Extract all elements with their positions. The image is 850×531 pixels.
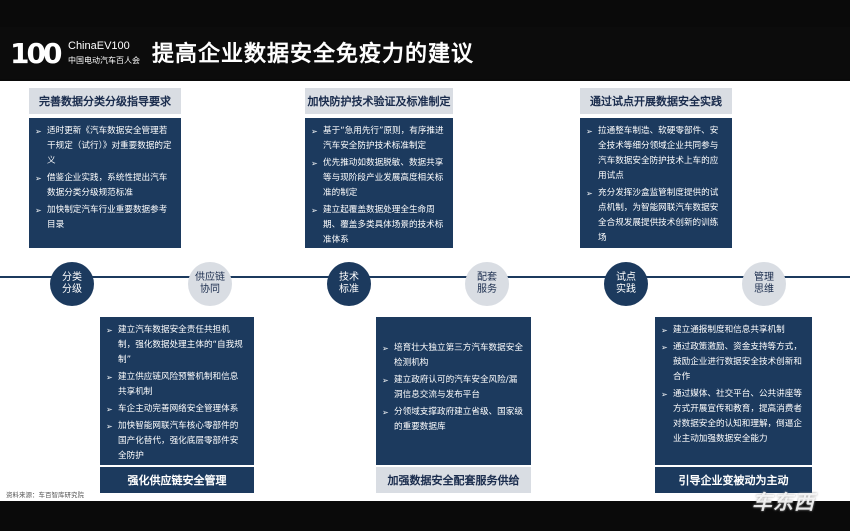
node-supply-chain: 供应链 协同	[188, 262, 232, 306]
watermark-logo: 车东西	[752, 490, 815, 514]
list-item: 建立供应链风险预警机制和信息共享机制	[106, 370, 246, 400]
list-item: 建立通报制度和信息共享机制	[661, 323, 804, 338]
panel-tech-standard: 基于“急用先行”原则，有序推进汽车安全防护技术标准制定 优先推动如数据脱敏、数据…	[305, 118, 453, 248]
section-heading-pilot: 通过试点开展数据安全实践	[580, 88, 732, 114]
section-footer-management: 引导企业变被动为主动	[655, 467, 812, 493]
node-support-service: 配套 服务	[465, 262, 509, 306]
node-label: 管理 思维	[754, 272, 774, 295]
list-item: 建立汽车数据安全责任共担机制，强化数据处理主体的“自我规制”	[106, 323, 246, 368]
node-label: 供应链 协同	[195, 272, 225, 295]
list-item: 充分发挥沙盒监管制度提供的试点机制，为智能网联汽车数据安全合规发展提供技术创新的…	[586, 186, 724, 246]
list-item: 拉通整车制造、软硬零部件、安全技术等细分领域企业共同参与汽车数据安全防护技术上车…	[586, 124, 724, 184]
logo-brand: ChinaEV100	[68, 40, 130, 52]
panel-management: 建立通报制度和信息共享机制 通过政策激励、资金支持等方式，鼓励企业进行数据安全技…	[655, 317, 812, 465]
list-item: 通过政策激励、资金支持等方式，鼓励企业进行数据安全技术创新和合作	[661, 340, 804, 385]
node-management: 管理 思维	[742, 262, 786, 306]
list-item: 车企主动完善网络安全管理体系	[106, 402, 246, 417]
node-label: 分类 分级	[62, 272, 82, 295]
timeline-line	[0, 276, 850, 278]
list-item: 优先推动如数据脱敏、数据共享等与现阶段产业发展高度相关标准的制定	[311, 156, 445, 201]
list-item: 建立起覆盖数据处理全生命周期、覆盖多类具体场景的技术标准体系	[311, 203, 445, 248]
panel-support-service: 培育壮大独立第三方汽车数据安全检测机构 建立政府认可的汽车安全风险/漏洞信息交流…	[376, 317, 531, 465]
section-heading-classification: 完善数据分类分级指导要求	[29, 88, 181, 114]
logo-subtitle: 中国电动汽车百人会	[68, 56, 140, 65]
list-item: 加快智能网联汽车核心零部件的国产化替代，强化底层零部件安全防护	[106, 419, 246, 464]
list-item: 适时更新《汽车数据安全管理若干规定（试行）》对重要数据的定义	[35, 124, 173, 169]
panel-pilot: 拉通整车制造、软硬零部件、安全技术等细分领域企业共同参与汽车数据安全防护技术上车…	[580, 118, 732, 248]
source-note: 资料来源：车百智库研究院	[6, 491, 84, 499]
logo-number: 100	[10, 37, 62, 70]
section-footer-support-service: 加强数据安全配套服务供给	[376, 467, 531, 493]
section-footer-supply-chain: 强化供应链安全管理	[100, 467, 254, 493]
section-heading-tech-standard: 加快防护技术验证及标准制定	[305, 88, 453, 114]
panel-supply-chain: 建立汽车数据安全责任共担机制，强化数据处理主体的“自我规制” 建立供应链风险预警…	[100, 317, 254, 465]
list-item: 培育壮大独立第三方汽车数据安全检测机构	[382, 341, 523, 371]
list-item: 借鉴企业实践，系统性提出汽车数据分类分级规范标准	[35, 171, 173, 201]
list-item: 基于“急用先行”原则，有序推进汽车安全防护技术标准制定	[311, 124, 445, 154]
page-title: 提高企业数据安全免疫力的建议	[152, 42, 475, 67]
chinaev100-logo: 100 ChinaEV100 中国电动汽车百人会	[10, 38, 145, 70]
list-item: 分领域支撑政府建立省级、国家级的重要数据库	[382, 405, 523, 435]
node-label: 试点 实践	[616, 272, 636, 295]
header-bar	[0, 27, 850, 79]
node-classification: 分类 分级	[50, 262, 94, 306]
list-item: 通过媒体、社交平台、公共讲座等方式开展宣传和教育，提高消费者对数据安全的认知和理…	[661, 387, 804, 447]
node-label: 技术 标准	[339, 272, 359, 295]
node-label: 配套 服务	[477, 272, 497, 295]
node-pilot-practice: 试点 实践	[604, 262, 648, 306]
panel-classification: 适时更新《汽车数据安全管理若干规定（试行）》对重要数据的定义 借鉴企业实践，系统…	[29, 118, 181, 248]
list-item: 建立政府认可的汽车安全风险/漏洞信息交流与发布平台	[382, 373, 523, 403]
node-tech-standard: 技术 标准	[327, 262, 371, 306]
list-item: 加快制定汽车行业重要数据参考目录	[35, 203, 173, 233]
